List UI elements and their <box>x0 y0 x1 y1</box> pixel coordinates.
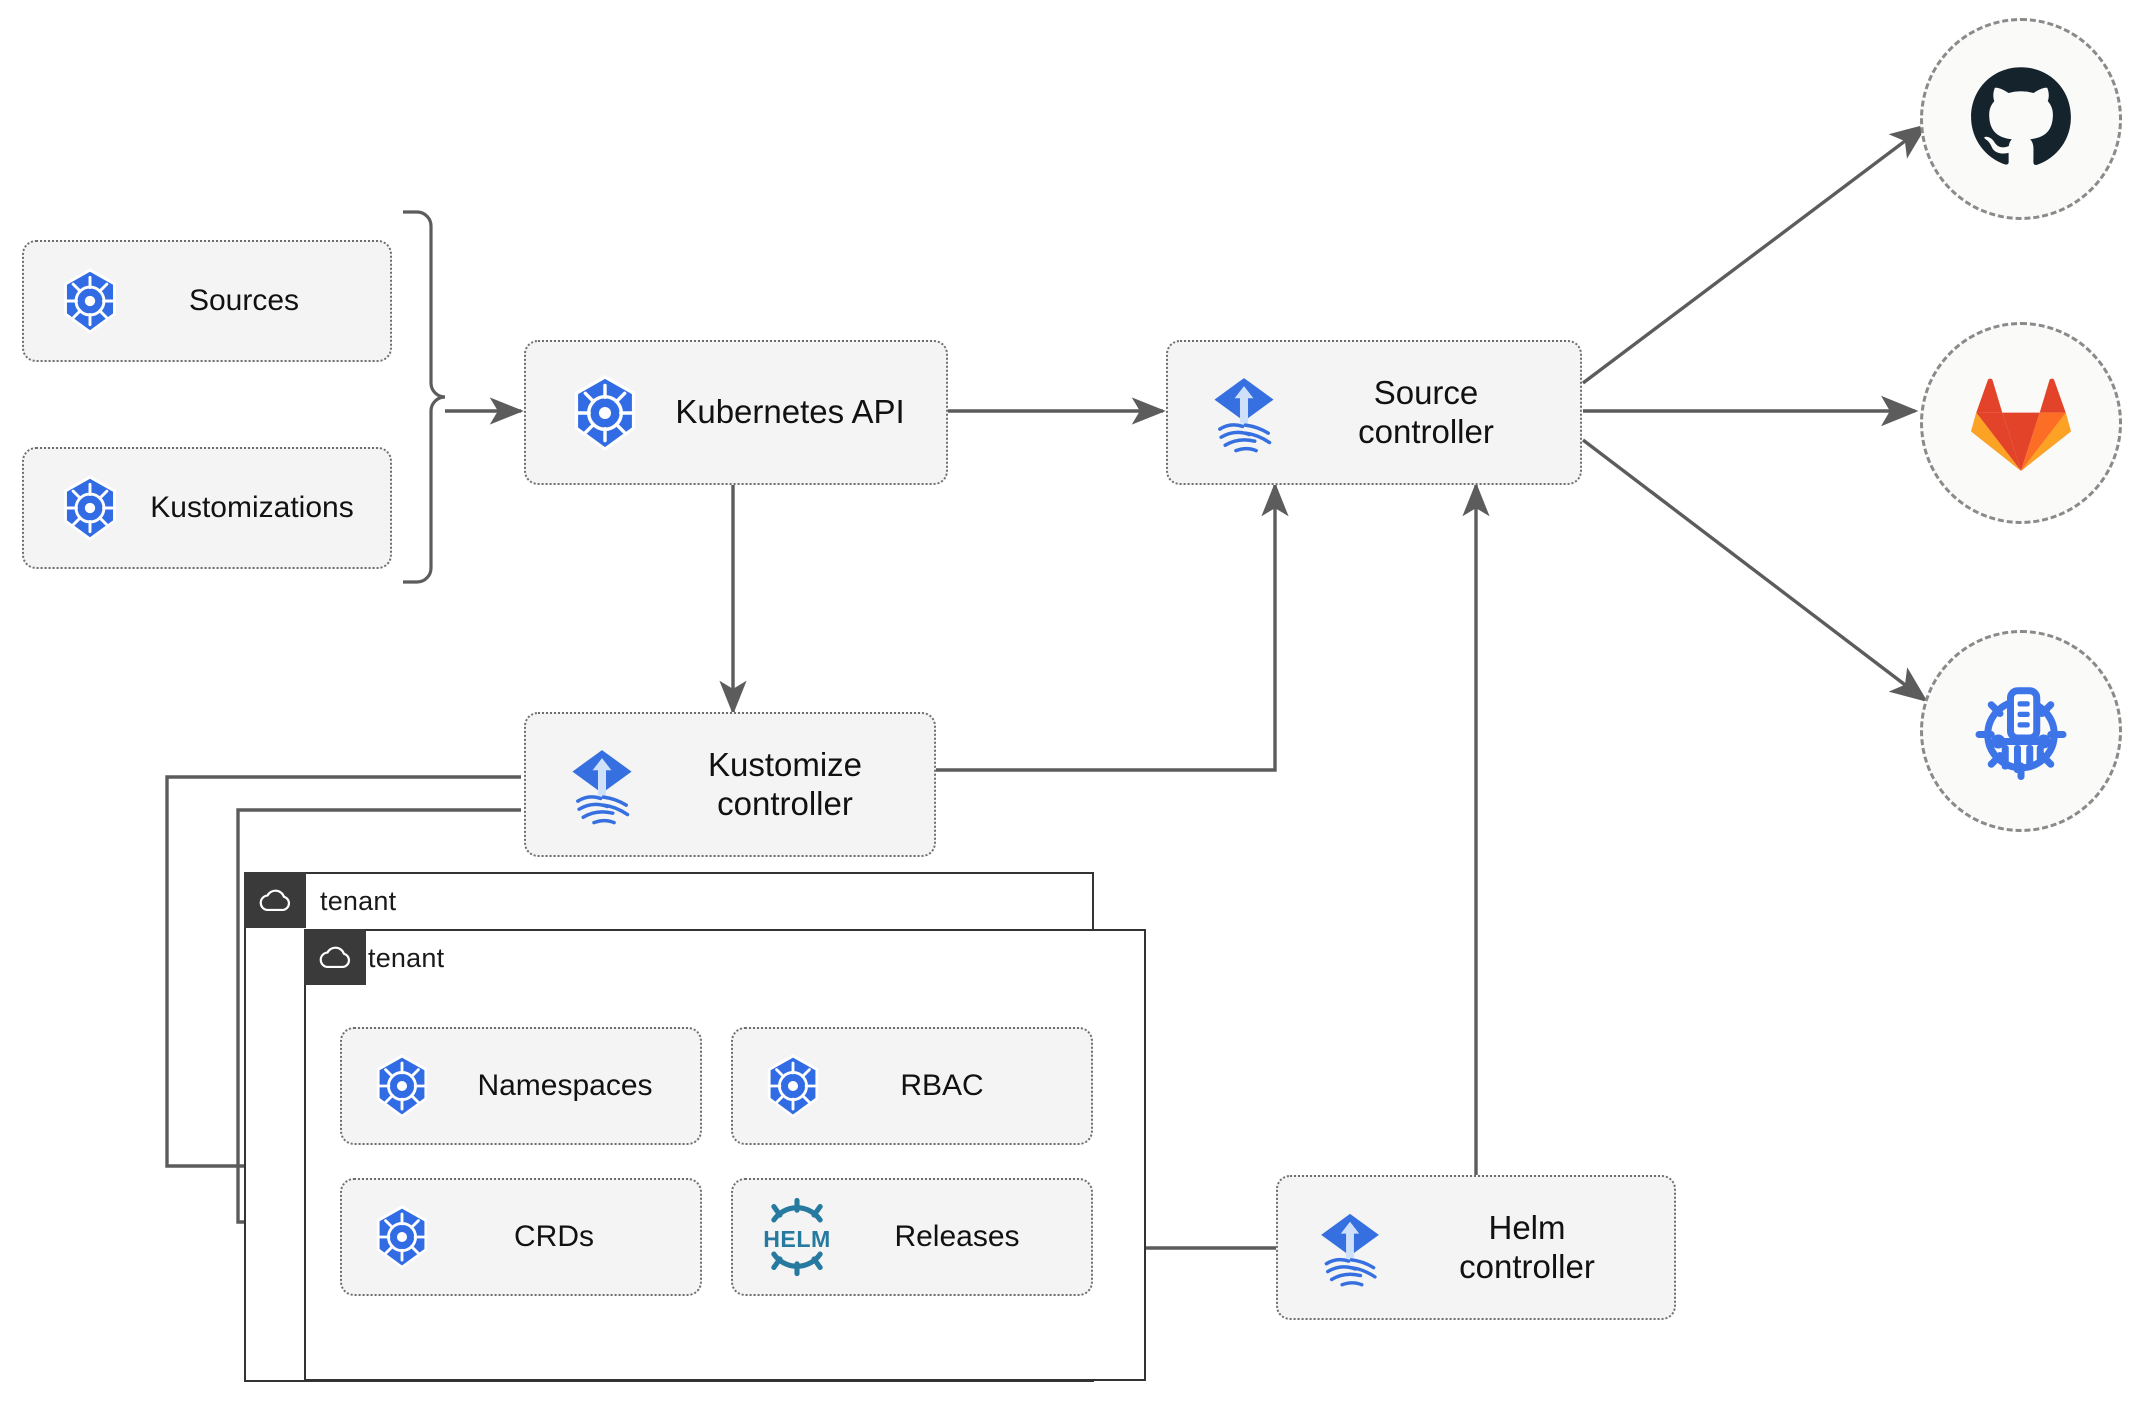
node-label: Kubernetes API <box>675 393 905 431</box>
tile-label: Releases <box>894 1220 1020 1254</box>
oci-registry-icon <box>1965 675 2077 787</box>
github-icon <box>1967 65 2075 173</box>
node-kustomizations[interactable]: Kustomizations <box>22 447 392 569</box>
tile-releases[interactable]: HELM Releases <box>731 1178 1093 1296</box>
node-label: Source controller <box>1358 373 1494 450</box>
node-source-controller[interactable]: Source controller <box>1166 340 1582 485</box>
node-kubernetes-api[interactable]: Kubernetes API <box>524 340 948 485</box>
node-kustomize-controller[interactable]: Kustomize controller <box>524 712 936 857</box>
tenant-label-inner: tenant <box>368 943 445 973</box>
tenant-frame-inner <box>304 929 1146 1381</box>
cloud-icon <box>317 944 353 970</box>
tile-rbac[interactable]: RBAC <box>731 1027 1093 1145</box>
provider-github[interactable] <box>1920 18 2122 220</box>
flux-icon <box>1294 1206 1406 1290</box>
kubernetes-icon <box>42 265 138 337</box>
tenant-label-outer: tenant <box>320 886 397 916</box>
svg-text:HELM: HELM <box>763 1226 831 1252</box>
tile-label: CRDs <box>514 1220 594 1254</box>
tile-namespaces[interactable]: Namespaces <box>340 1027 702 1145</box>
tile-label: RBAC <box>900 1069 984 1103</box>
flux-icon <box>544 742 660 828</box>
kubernetes-icon <box>550 371 660 455</box>
provider-gitlab[interactable] <box>1920 322 2122 524</box>
node-label: Kustomize controller <box>707 745 863 822</box>
kubernetes-icon <box>747 1051 839 1121</box>
tenant-tab-outer <box>244 872 306 928</box>
kubernetes-icon <box>356 1051 448 1121</box>
kubernetes-icon <box>356 1202 448 1272</box>
kubernetes-icon <box>42 472 138 544</box>
node-helm-controller[interactable]: Helm controller <box>1276 1175 1676 1320</box>
helm-icon: HELM <box>745 1197 849 1277</box>
gitlab-icon <box>1969 371 2073 475</box>
node-sources[interactable]: Sources <box>22 240 392 362</box>
tile-label: Namespaces <box>477 1069 653 1103</box>
tile-crds[interactable]: CRDs <box>340 1178 702 1296</box>
tenant-tab-inner <box>304 929 366 985</box>
node-label: Kustomizations <box>150 491 354 525</box>
node-label: Helm controller <box>1459 1208 1595 1285</box>
cloud-icon <box>257 887 293 913</box>
provider-oci-registry[interactable] <box>1920 630 2122 832</box>
node-label: Sources <box>188 284 300 318</box>
flux-icon <box>1186 370 1302 456</box>
